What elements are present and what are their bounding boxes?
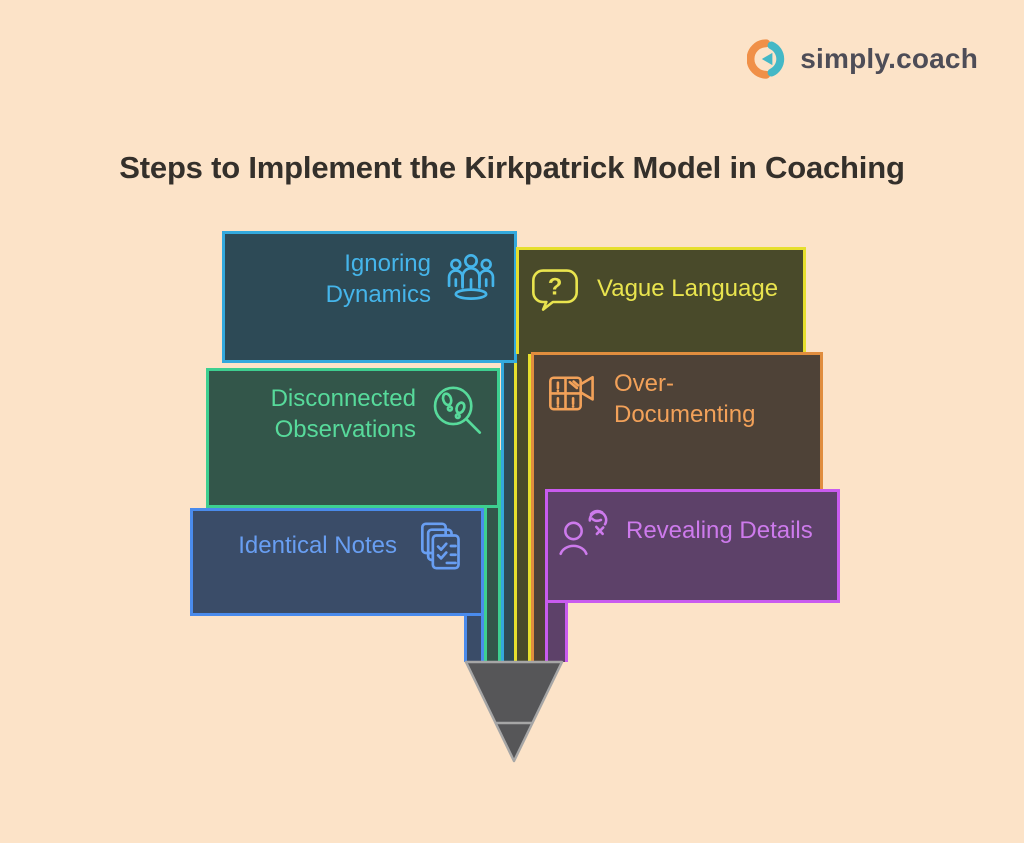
step-label: Disconnected Observations: [271, 383, 416, 445]
logo-teal-notch: [762, 52, 773, 66]
step-label-line: Identical Notes: [238, 532, 397, 559]
step-box-disconnected-observations: Disconnected Observations: [206, 368, 500, 508]
step-label-line: Dynamics: [325, 281, 431, 308]
alert-panels-icon: [546, 368, 598, 420]
logo-wordmark: simply.coach: [800, 43, 978, 74]
checklist-pages-icon: [413, 518, 469, 574]
step-label-line: Documenting: [614, 401, 756, 428]
step-label-line: Ignoring: [344, 250, 431, 277]
pencil-tip-body: [464, 660, 564, 763]
anonymous-person-icon: [556, 503, 612, 559]
logo-orange-arc: [747, 39, 771, 79]
question-bubble-icon: ?: [529, 263, 581, 315]
people-group-icon: [444, 248, 498, 302]
step-label: Over- Documenting: [614, 368, 755, 430]
step-label: Ignoring Dynamics: [326, 248, 431, 310]
svg-text:?: ?: [548, 273, 563, 300]
step-label-line: Disconnected: [270, 385, 416, 412]
funnel-tail-vague-language: [514, 310, 531, 662]
step-label-line: Observations: [274, 416, 416, 443]
step-label: Identical Notes: [238, 530, 397, 561]
step-label: Revealing Details: [626, 515, 813, 546]
step-box-ignoring-dynamics: Ignoring Dynamics: [222, 231, 517, 363]
step-box-identical-notes: Identical Notes: [190, 508, 484, 616]
simply-coach-logo: simply.coach: [747, 38, 978, 80]
simply-coach-logo-icon: [747, 38, 789, 80]
step-box-revealing-details: Revealing Details: [545, 489, 840, 603]
logo-teal-arc: [767, 41, 785, 77]
page-title: Steps to Implement the Kirkpatrick Model…: [119, 149, 905, 185]
step-label-line: Over-: [614, 370, 674, 397]
footprints-magnifier-icon: [429, 383, 487, 441]
step-label-line: Vague Language: [597, 275, 779, 302]
step-label: Vague Language: [597, 273, 778, 304]
step-label-line: Revealing Details: [626, 517, 813, 544]
step-box-vague-language: ? Vague Language: [516, 247, 806, 354]
